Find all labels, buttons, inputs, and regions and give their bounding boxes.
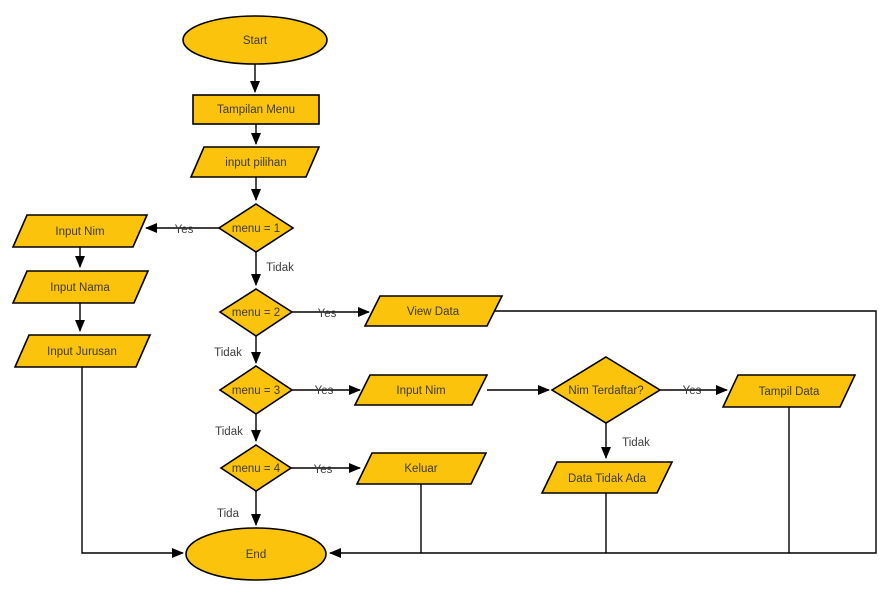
decision-shape — [550, 356, 662, 424]
node-menu3: menu = 3 — [218, 365, 294, 415]
node-menu3-label: menu = 3 — [232, 385, 280, 397]
node-data-tidak-ada: Data Tidak Ada — [540, 461, 674, 494]
io-shape — [355, 452, 488, 485]
decision-shape — [217, 203, 295, 253]
node-end-label: End — [246, 549, 266, 561]
edges — [75, 64, 877, 558]
io-shape — [363, 295, 504, 327]
node-end: End — [185, 527, 327, 581]
node-tampilan-menu-label: Tampilan Menu — [217, 104, 295, 116]
edge-label-menu2-tidak: Tidak — [214, 347, 242, 359]
node-input-nim-label: Input Nim — [55, 226, 104, 238]
node-input-pilihan-label: input pilihan — [225, 157, 286, 169]
node-input-nama-label: Input Nama — [50, 282, 110, 294]
node-view-data: View Data — [363, 295, 504, 327]
edge-label-menu4-yes: Yes — [314, 464, 333, 476]
io-shape — [11, 214, 149, 248]
edge-label-menu1-tidak: Tidak — [266, 262, 294, 274]
node-input-nim: Input Nim — [11, 214, 149, 248]
node-start: Start — [182, 15, 328, 65]
node-tampilan-menu: Tampilan Menu — [192, 94, 320, 125]
edge-view-data-to-end — [329, 310, 877, 558]
node-menu2: menu = 2 — [218, 288, 294, 337]
edge-label-menu3-tidak: Tidak — [215, 426, 243, 438]
io-shape — [721, 374, 857, 408]
node-input-pilihan: input pilihan — [189, 146, 321, 178]
start-terminator-shape — [182, 15, 328, 65]
node-tampil-data: Tampil Data — [721, 374, 857, 408]
node-nim-terdaftar: Nim Terdaftar? — [550, 356, 662, 424]
decision-shape — [218, 365, 294, 415]
node-menu1-label: menu = 1 — [232, 223, 280, 235]
node-nim-terdaftar-label: Nim Terdaftar? — [568, 385, 643, 397]
node-tampil-data-label: Tampil Data — [759, 386, 820, 398]
node-menu2-label: menu = 2 — [232, 307, 280, 319]
edge-label-menu1-yes: Yes — [175, 224, 194, 236]
decision-shape — [218, 288, 294, 337]
node-menu1: menu = 1 — [217, 203, 295, 253]
node-view-data-label: View Data — [407, 306, 460, 318]
edge-label-menu3-yes: Yes — [315, 385, 334, 397]
node-input-nim2: Input Nim — [353, 374, 489, 406]
node-menu4: menu = 4 — [219, 444, 293, 492]
node-input-jurusan: Input Jurusan — [13, 334, 152, 368]
edge-labels: Yes Tidak Yes Tidak Yes Tidak Yes Tidak … — [175, 224, 702, 520]
node-menu4-label: menu = 4 — [232, 463, 281, 475]
edge-label-nim-yes: Yes — [683, 385, 702, 397]
io-shape — [353, 374, 489, 406]
node-keluar: Keluar — [355, 452, 488, 485]
io-shape — [11, 270, 150, 304]
node-data-tidak-ada-label: Data Tidak Ada — [568, 473, 647, 485]
node-keluar-label: Keluar — [404, 463, 437, 475]
node-input-jurusan-label: Input Jurusan — [47, 346, 117, 358]
decision-shape — [219, 444, 293, 492]
edge-label-menu2-yes: Yes — [318, 308, 337, 320]
edge-input-jurusan-to-end — [81, 367, 184, 558]
io-shape — [189, 146, 321, 178]
node-start-label: Start — [243, 35, 268, 47]
edge-label-nim-tidak: Tidak — [622, 437, 650, 449]
process-shape — [192, 94, 320, 125]
end-terminator-shape — [185, 527, 327, 581]
io-shape — [540, 461, 674, 494]
node-input-nama: Input Nama — [11, 270, 150, 304]
node-input-nim2-label: Input Nim — [396, 385, 445, 397]
io-shape — [13, 334, 152, 368]
edge-label-menu4-tida: Tida — [217, 508, 240, 520]
